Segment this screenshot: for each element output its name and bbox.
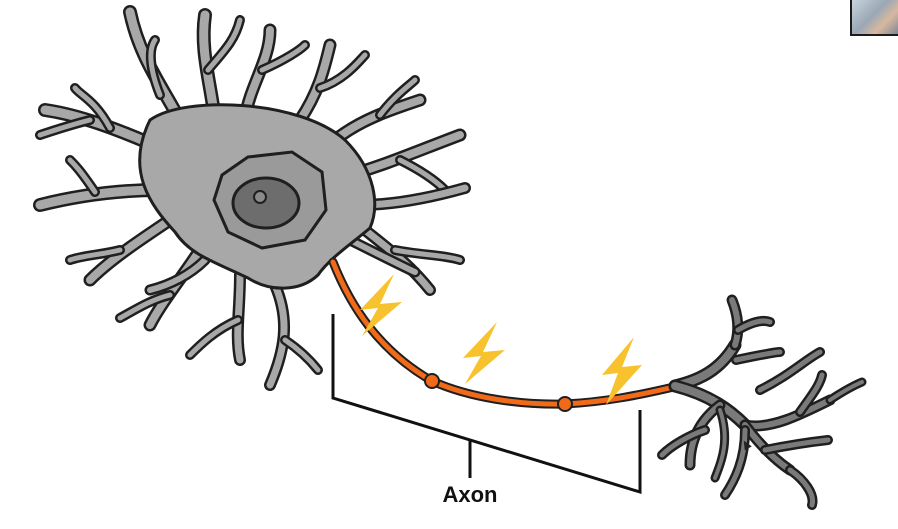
dendrite-branch	[797, 372, 825, 415]
dendrite-branch	[733, 349, 783, 363]
nucleus	[231, 176, 301, 230]
dendrite-branch	[35, 185, 165, 210]
dendrite-branch	[296, 41, 334, 124]
dendrite-branch	[259, 42, 308, 73]
axon-terminal	[657, 294, 867, 510]
webcam-thumbnail	[850, 0, 898, 36]
dendrite-branch	[72, 85, 113, 131]
dendrite-branch	[787, 467, 816, 508]
dendrite-branch	[67, 157, 98, 195]
dendrite-branch	[205, 17, 243, 73]
dendrite-branch	[317, 52, 368, 91]
dendrite-branch	[266, 281, 288, 389]
lightning-bolt-icon	[602, 337, 642, 405]
node-of-ranvier	[557, 396, 573, 412]
lightning-bolt-icon	[463, 322, 505, 384]
dendrite-branch	[659, 427, 708, 458]
dendrite-branch	[377, 77, 418, 118]
lightning-bolt-icon	[360, 274, 402, 336]
dendrite-branch	[86, 216, 174, 284]
dendrite-branch	[742, 397, 833, 429]
dendrite-branch	[735, 318, 773, 333]
dendrite-branch	[67, 247, 123, 263]
dendrite-branch	[117, 292, 173, 321]
axon-outline	[328, 257, 683, 409]
dendrite-branch	[713, 408, 727, 480]
dendrite-branch	[762, 437, 831, 453]
dendrite-branch	[757, 349, 823, 393]
dendrite-branch	[729, 297, 741, 348]
dendrite-branch	[828, 380, 864, 402]
axon-label: Axon	[442, 482, 498, 507]
dendrite-branch	[187, 317, 241, 358]
nucleolus	[253, 190, 267, 204]
dendrite-branch	[722, 427, 748, 498]
node-of-ranvier	[424, 373, 440, 389]
dendrite-branch	[147, 257, 208, 293]
dendrite-branch	[282, 337, 321, 373]
dendrite-branch	[37, 117, 93, 138]
dendrite-branch	[148, 37, 163, 98]
dendrite-branch	[397, 157, 448, 193]
axon-bracket	[331, 314, 642, 495]
dendrite-branch	[361, 226, 434, 294]
axon-line	[330, 259, 681, 407]
dendrite-branch	[392, 247, 463, 263]
